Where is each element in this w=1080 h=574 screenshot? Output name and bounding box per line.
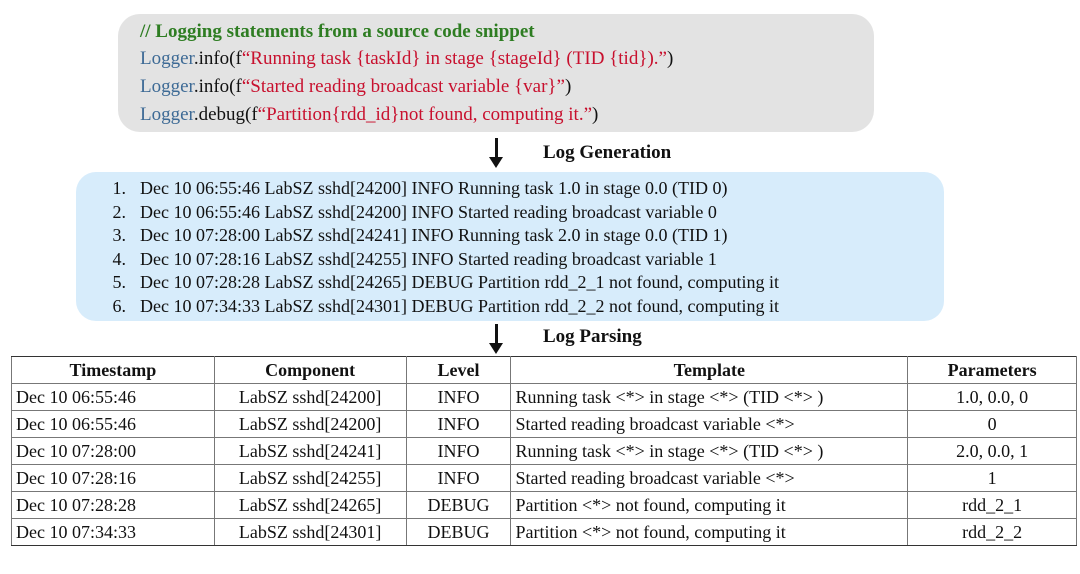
log-number: 2. bbox=[112, 201, 127, 222]
cell-parameters: rdd_2_2 bbox=[907, 518, 1077, 546]
arrow-down-icon bbox=[489, 138, 503, 168]
column-header-level: Level bbox=[405, 356, 512, 384]
cell-level: INFO bbox=[405, 383, 512, 411]
cell-parameters: 2.0, 0.0, 1 bbox=[907, 437, 1077, 465]
cell-level: DEBUG bbox=[405, 491, 512, 519]
cell-level: INFO bbox=[405, 464, 512, 492]
table-row: Dec 10 07:28:28 LabSZ sshd[24265] DEBUG … bbox=[11, 491, 1077, 519]
cell-level: INFO bbox=[405, 437, 512, 465]
cell-parameters: 1.0, 0.0, 0 bbox=[907, 383, 1077, 411]
log-parsing-label: Log Parsing bbox=[543, 326, 642, 347]
cell-timestamp: Dec 10 06:55:46 bbox=[11, 410, 215, 438]
cell-template: Partition <*> not found, computing it bbox=[510, 518, 909, 546]
log-text: Dec 10 06:55:46 LabSZ sshd[24200] INFO S… bbox=[140, 201, 717, 222]
log-line: 5. Dec 10 07:28:28 LabSZ sshd[24265] DEBU… bbox=[76, 271, 944, 295]
cell-parameters: 1 bbox=[907, 464, 1077, 492]
log-text: Dec 10 07:28:00 LabSZ sshd[24241] INFO R… bbox=[140, 225, 728, 246]
log-line: 1. Dec 10 06:55:46 LabSZ sshd[24200] INFO… bbox=[76, 177, 944, 201]
code-string: “Partition{rdd_id}not found, computing i… bbox=[257, 104, 593, 125]
code-string: “Running task {taskId} in stage {stageId… bbox=[241, 48, 667, 69]
code-string: “Started reading broadcast variable {var… bbox=[241, 76, 565, 97]
log-line: 6. Dec 10 07:34:33 LabSZ sshd[24301] DEBU… bbox=[76, 295, 944, 319]
cell-template: Started reading broadcast variable <*> bbox=[510, 410, 909, 438]
log-number: 5. bbox=[112, 272, 127, 293]
code-line-2: Logger.info(f“Started reading broadcast … bbox=[140, 73, 874, 101]
cell-parameters: rdd_2_1 bbox=[907, 491, 1077, 519]
cell-component: LabSZ sshd[24200] bbox=[213, 383, 407, 411]
cell-timestamp: Dec 10 07:28:28 bbox=[11, 491, 215, 519]
log-number: 3. bbox=[112, 225, 127, 246]
generated-logs-box: 1. Dec 10 06:55:46 LabSZ sshd[24200] INFO… bbox=[76, 172, 944, 321]
code-object: Logger bbox=[140, 48, 194, 69]
cell-component: LabSZ sshd[24255] bbox=[213, 464, 407, 492]
log-text: Dec 10 07:34:33 LabSZ sshd[24301] DEBUG … bbox=[140, 295, 779, 316]
cell-component: LabSZ sshd[24265] bbox=[213, 491, 407, 519]
cell-template: Running task <*> in stage <*> (TID <*> ) bbox=[510, 437, 909, 465]
log-generation-label: Log Generation bbox=[543, 142, 672, 163]
column-header-timestamp: Timestamp bbox=[11, 356, 215, 384]
code-object: Logger bbox=[140, 104, 194, 125]
cell-template: Started reading broadcast variable <*> bbox=[510, 464, 909, 492]
code-comment: // Logging statements from a source code… bbox=[140, 21, 535, 42]
code-call: .info(f bbox=[193, 76, 242, 97]
code-close: ) bbox=[564, 76, 572, 97]
cell-level: INFO bbox=[405, 410, 512, 438]
cell-template: Partition <*> not found, computing it bbox=[510, 491, 909, 519]
table-row: Dec 10 07:28:16 LabSZ sshd[24255] INFO S… bbox=[11, 464, 1077, 492]
cell-template: Running task <*> in stage <*> (TID <*> ) bbox=[510, 383, 909, 411]
column-header-parameters: Parameters bbox=[907, 356, 1077, 384]
table-row: Dec 10 06:55:46 LabSZ sshd[24200] INFO S… bbox=[11, 410, 1077, 438]
log-number: 1. bbox=[112, 178, 127, 198]
cell-timestamp: Dec 10 07:34:33 bbox=[11, 518, 215, 546]
code-line-1: Logger.info(f“Running task {taskId} in s… bbox=[140, 45, 874, 73]
log-line: 2. Dec 10 06:55:46 LabSZ sshd[24200] INFO… bbox=[76, 201, 944, 225]
cell-component: LabSZ sshd[24301] bbox=[213, 518, 407, 546]
cell-component: LabSZ sshd[24241] bbox=[213, 437, 407, 465]
cell-timestamp: Dec 10 07:28:00 bbox=[11, 437, 215, 465]
log-text: Dec 10 07:28:28 LabSZ sshd[24265] DEBUG … bbox=[140, 272, 779, 293]
table-row: Dec 10 06:55:46 LabSZ sshd[24200] INFO R… bbox=[11, 383, 1077, 411]
log-line: 3. Dec 10 07:28:00 LabSZ sshd[24241] INFO… bbox=[76, 224, 944, 248]
log-text: Dec 10 07:28:16 LabSZ sshd[24255] INFO S… bbox=[140, 248, 717, 269]
column-header-template: Template bbox=[510, 356, 909, 384]
code-call: .info(f bbox=[193, 48, 242, 69]
code-snippet-box: // Logging statements from a source code… bbox=[118, 14, 874, 132]
log-line: 4. Dec 10 07:28:16 LabSZ sshd[24255] INFO… bbox=[76, 248, 944, 272]
code-call: .debug(f bbox=[193, 104, 258, 125]
code-line-3: Logger.debug(f“Partition{rdd_id}not foun… bbox=[140, 101, 874, 129]
log-number: 4. bbox=[112, 248, 127, 269]
cell-component: LabSZ sshd[24200] bbox=[213, 410, 407, 438]
table-header-row: Timestamp Component Level Template Param… bbox=[11, 356, 1077, 384]
table-row: Dec 10 07:34:33 LabSZ sshd[24301] DEBUG … bbox=[11, 518, 1077, 546]
arrow-down-icon bbox=[489, 324, 503, 354]
code-close: ) bbox=[666, 48, 674, 69]
code-close: ) bbox=[592, 104, 599, 125]
code-object: Logger bbox=[140, 76, 194, 97]
cell-level: DEBUG bbox=[405, 518, 512, 546]
cell-timestamp: Dec 10 06:55:46 bbox=[11, 383, 215, 411]
cell-timestamp: Dec 10 07:28:16 bbox=[11, 464, 215, 492]
parsed-logs-table: Timestamp Component Level Template Param… bbox=[11, 356, 1077, 546]
log-number: 6. bbox=[112, 295, 127, 316]
log-text: Dec 10 06:55:46 LabSZ sshd[24200] INFO R… bbox=[140, 178, 728, 198]
column-header-component: Component bbox=[213, 356, 407, 384]
table-row: Dec 10 07:28:00 LabSZ sshd[24241] INFO R… bbox=[11, 437, 1077, 465]
cell-parameters: 0 bbox=[907, 410, 1077, 438]
